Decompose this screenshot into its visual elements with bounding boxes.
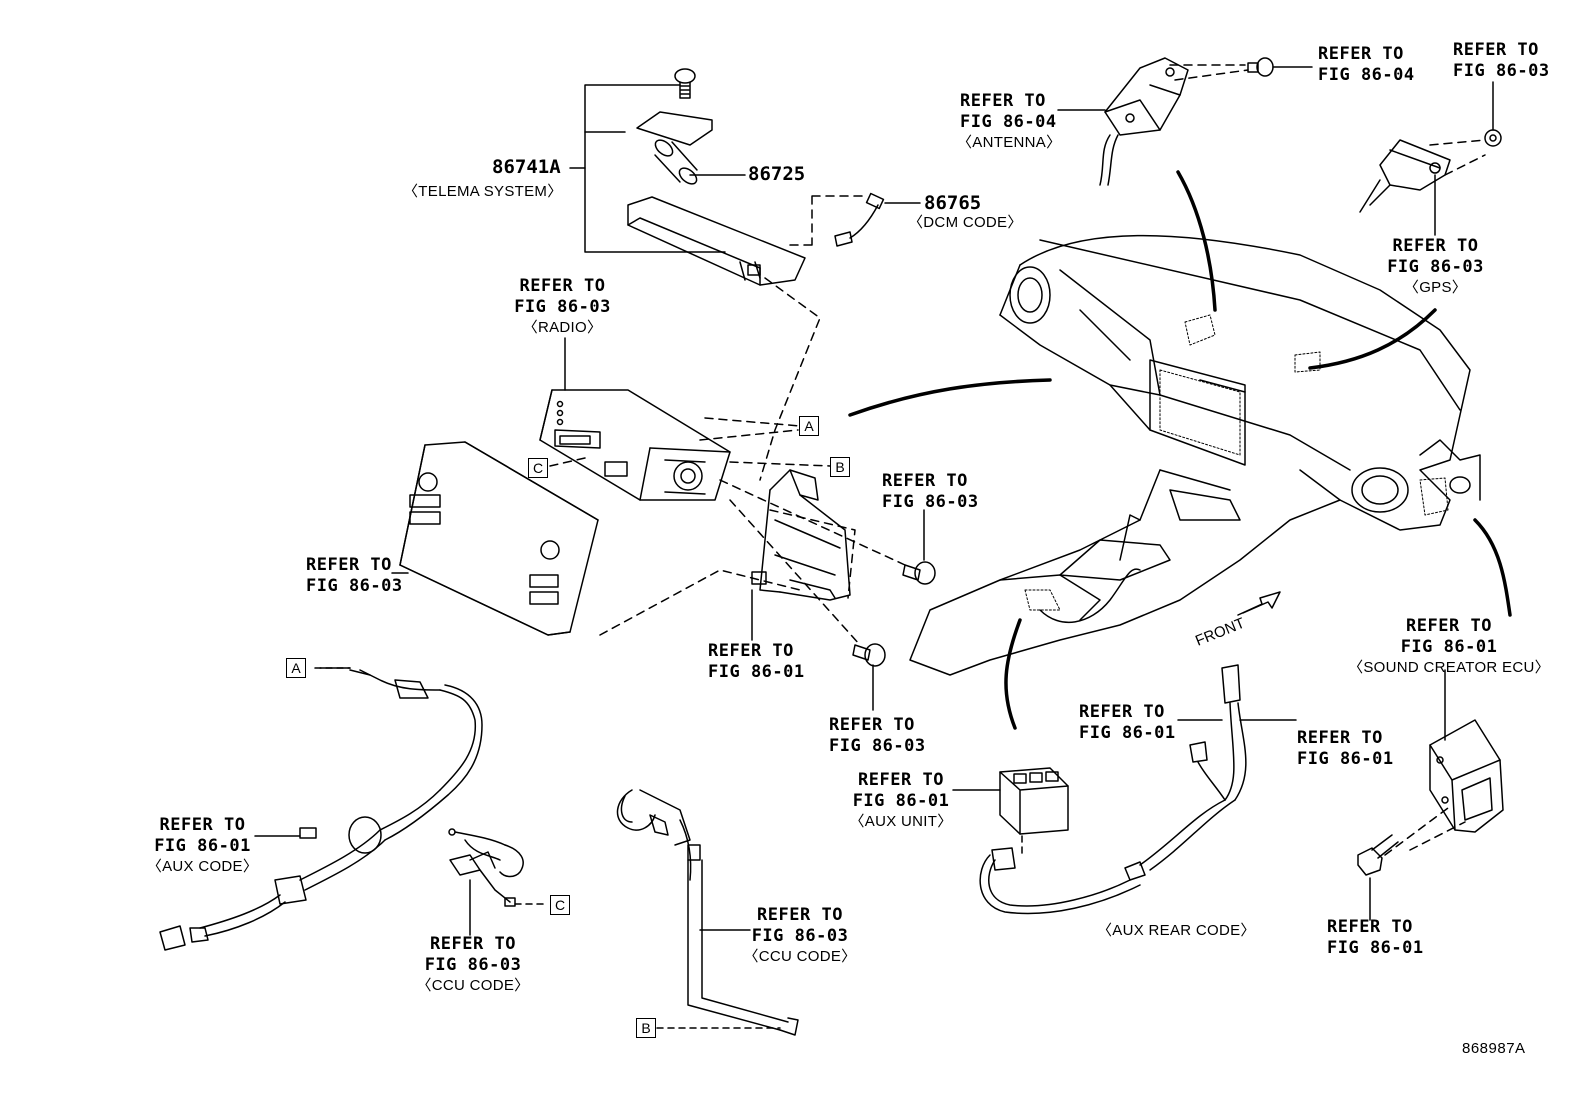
ref-sound-ecu-line2: FIG 86-01 <box>1400 637 1498 657</box>
ref-aux-code-line1: REFER TO <box>159 815 246 835</box>
radio-bracket-icon <box>751 469 851 601</box>
aux-rear-code-desc: 〈AUX REAR CODE〉 <box>1097 922 1256 939</box>
ref-aux-code-line2: FIG 86-01 <box>154 836 251 856</box>
dashboard-icon <box>909 234 1481 676</box>
ref-aux-rear1-line1: REFER TO <box>1079 702 1165 722</box>
ref-aux-code-desc: 〈AUX CODE〉 <box>146 858 259 875</box>
part-number-86725: 86725 <box>748 163 806 185</box>
ref-screw1-line2: FIG 86-03 <box>882 492 979 512</box>
ref-antenna-bolt-line1: REFER TO <box>1318 44 1404 64</box>
ref-radio-desc: 〈RADIO〉 <box>522 319 603 336</box>
ref-antenna-desc: 〈ANTENNA〉 <box>957 134 1062 151</box>
ref-antenna-line1: REFER TO <box>960 91 1046 111</box>
connector-a-label: A <box>286 658 306 678</box>
ref-display-line2: FIG 86-03 <box>306 576 403 596</box>
ref-aux-unit-line2: FIG 86-01 <box>852 791 950 811</box>
telema-system-desc: 〈TELEMA SYSTEM〉 <box>403 183 563 200</box>
ccu-harness-icon <box>448 828 524 907</box>
ref-ccu2-line2: FIG 86-03 <box>751 926 849 946</box>
aux-unit-icon <box>999 767 1069 835</box>
sound-ecu-dashed <box>1384 807 1466 856</box>
connector-c-label: C <box>550 895 570 915</box>
ref-gps-line2: FIG 86-03 <box>1387 257 1484 277</box>
connector-b-label: B <box>830 457 850 477</box>
ref-gps-nut-line2: FIG 86-03 <box>1453 61 1550 81</box>
antenna-icon <box>1099 57 1189 186</box>
aux-cable-icon <box>159 667 483 951</box>
part-number-86765: 86765 <box>924 192 982 214</box>
ref-screw2-line1: REFER TO <box>829 715 915 735</box>
connector-c-label: C <box>528 458 548 478</box>
ccu-cable-icon <box>616 789 799 1036</box>
bolt-icon <box>1357 834 1399 921</box>
ref-aux-rear1-line2: FIG 86-01 <box>1079 723 1176 743</box>
bolt-icon <box>1247 57 1313 77</box>
radio-dashed-lines <box>549 277 906 646</box>
bracket-dashed <box>769 509 856 599</box>
aux-rear-cable-icon <box>979 664 1247 915</box>
gps-dashed <box>1429 139 1486 176</box>
cover-plate-icon <box>636 111 713 146</box>
telema-module-icon <box>627 196 806 286</box>
gps-icon <box>1359 139 1451 213</box>
ref-ecu-bolt-line2: FIG 86-01 <box>1327 938 1424 958</box>
ref-screw2-line2: FIG 86-03 <box>829 736 926 756</box>
location-lines <box>848 170 1512 730</box>
ref-radio-line1: REFER TO <box>519 276 606 296</box>
ref-radio-line2: FIG 86-03 <box>514 297 611 317</box>
front-arrow-icon <box>1237 591 1281 616</box>
ref-ccu2-line1: REFER TO <box>757 905 843 925</box>
dashboard-shaded-areas <box>1024 314 1449 611</box>
console-wire <box>1119 514 1141 561</box>
part-number-86741a: 86741A <box>492 156 561 178</box>
figure-code: 868987A <box>1462 1040 1526 1057</box>
dcm-dashed-line <box>789 195 863 246</box>
screw-icon <box>674 68 696 99</box>
ref-bracket-line1: REFER TO <box>708 641 794 661</box>
ref-antenna-line2: FIG 86-04 <box>960 112 1057 132</box>
ref-gps-nut-line1: REFER TO <box>1453 40 1539 60</box>
display-panel-icon <box>399 441 599 636</box>
cylinder-86725-icon <box>654 139 698 185</box>
nut-icon <box>1484 81 1502 147</box>
console-wire <box>1039 568 1141 624</box>
ref-aux-unit-desc: 〈AUX UNIT〉 <box>849 813 953 830</box>
ref-gps-line1: REFER TO <box>1392 236 1479 256</box>
telema-bracket <box>569 84 746 253</box>
ref-bracket-line2: FIG 86-01 <box>708 662 805 682</box>
ref-sound-ecu-line1: REFER TO <box>1406 616 1492 636</box>
ref-ccu2-desc: 〈CCU CODE〉 <box>743 948 857 965</box>
dcm-cable-icon <box>834 192 921 247</box>
sound-creator-ecu-icon <box>1429 719 1504 833</box>
dcm-code-desc: 〈DCM CODE〉 <box>908 214 1023 231</box>
screw-icon <box>902 509 936 585</box>
ref-display-line1: REFER TO <box>306 555 392 575</box>
radio-unit-icon <box>539 389 731 501</box>
screw-icon <box>852 643 886 711</box>
ref-ccu1-line1: REFER TO <box>430 934 516 954</box>
connector-b-label: B <box>636 1018 656 1038</box>
ref-ccu1-desc: 〈CCU CODE〉 <box>416 977 530 994</box>
ref-gps-desc: 〈GPS〉 <box>1403 279 1468 296</box>
ref-aux-rear2-line2: FIG 86-01 <box>1297 749 1394 769</box>
ref-ecu-bolt-line1: REFER TO <box>1327 917 1413 937</box>
ref-aux-rear2-line1: REFER TO <box>1297 728 1383 748</box>
ref-aux-unit-line1: REFER TO <box>858 770 944 790</box>
ref-antenna-bolt-line2: FIG 86-04 <box>1318 65 1415 85</box>
ref-screw1-line1: REFER TO <box>882 471 968 491</box>
ref-sound-ecu-desc: 〈SOUND CREATOR ECU〉 <box>1348 659 1550 676</box>
connector-a-label: A <box>799 416 819 436</box>
antenna-dashed <box>1169 64 1249 81</box>
ref-ccu1-line2: FIG 86-03 <box>424 955 522 975</box>
